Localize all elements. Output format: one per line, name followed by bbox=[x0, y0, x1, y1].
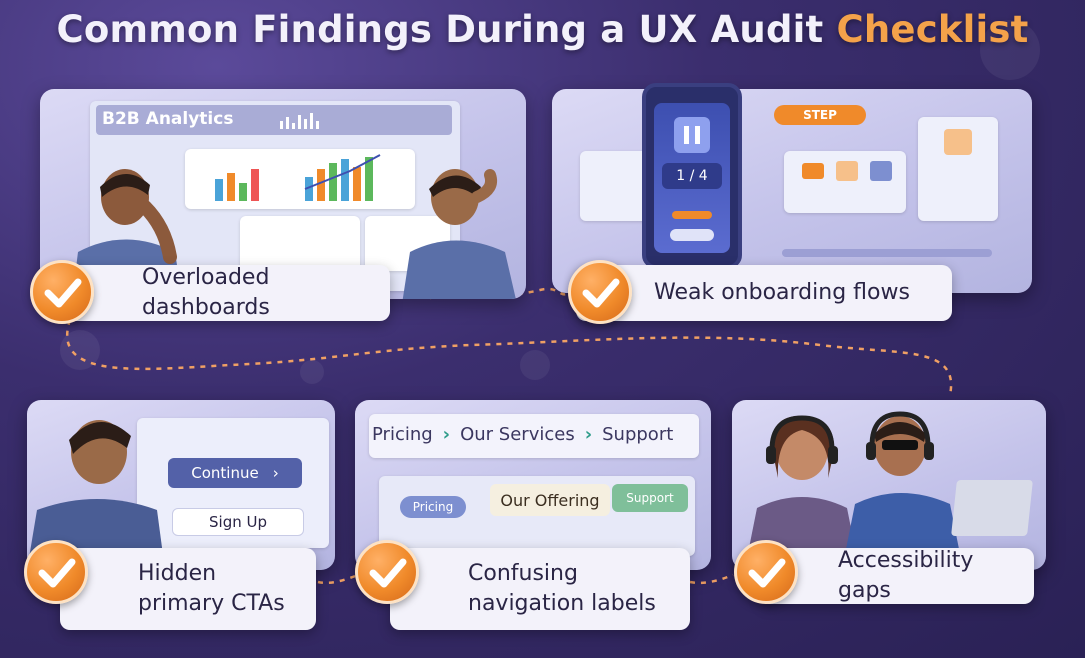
label-text: Accessibility gaps bbox=[838, 548, 974, 603]
bar-chart-graphic bbox=[215, 154, 381, 201]
onboarding-card-small bbox=[580, 151, 652, 221]
chevron-right-icon: › bbox=[584, 424, 593, 445]
sign-up-button[interactable]: Sign Up bbox=[172, 508, 304, 536]
page-title: Common Findings During a UX Audit Checkl… bbox=[0, 8, 1085, 51]
laptop bbox=[951, 480, 1033, 536]
tab-support[interactable]: Support bbox=[612, 484, 688, 512]
label-text: Hidden primary CTAs bbox=[138, 561, 285, 616]
card-accessibility-gaps bbox=[732, 400, 1046, 570]
title-main: Common Findings During a UX Audit bbox=[56, 8, 824, 51]
breadcrumb: Pricing › Our Services › Support bbox=[372, 424, 673, 445]
person-headphones-man bbox=[845, 411, 960, 554]
label-text: Weak onboarding flows bbox=[654, 280, 910, 306]
check-icon bbox=[30, 260, 94, 324]
user-icon bbox=[870, 161, 892, 181]
progress-indicator bbox=[672, 211, 712, 219]
step-counter: 1 / 4 bbox=[662, 163, 722, 189]
title-accent: Checklist bbox=[836, 8, 1029, 51]
profile-panel bbox=[918, 117, 998, 221]
pause-icon bbox=[674, 117, 710, 153]
tab-pricing[interactable]: Pricing bbox=[400, 496, 466, 518]
dashboard-screen: B2B Analytics bbox=[90, 101, 460, 291]
check-icon bbox=[734, 540, 798, 604]
progress-track bbox=[782, 249, 992, 257]
label-accessibility-gaps: Accessibility gaps bbox=[760, 548, 1034, 604]
continue-label: Continue bbox=[191, 464, 259, 482]
tab-our-offering[interactable]: Our Offering bbox=[490, 484, 610, 516]
bar-mini-icon bbox=[280, 113, 319, 129]
card-overloaded-dashboards: B2B Analytics bbox=[40, 89, 526, 299]
bokeh-dot bbox=[300, 360, 324, 384]
person-stressed-right bbox=[402, 169, 516, 299]
label-hidden-ctas: Hidden primary CTAs bbox=[60, 548, 316, 630]
user-icon bbox=[836, 161, 858, 181]
label-weak-onboarding: Weak onboarding flows bbox=[576, 265, 952, 321]
check-icon bbox=[24, 540, 88, 604]
check-icon bbox=[355, 540, 419, 604]
chevron-right-icon: › bbox=[272, 464, 279, 482]
chart-panel bbox=[185, 149, 415, 209]
step-badge: STEP bbox=[774, 105, 866, 125]
label-confusing-navigation: Confusing navigation labels bbox=[390, 548, 690, 630]
grid-panel bbox=[240, 216, 360, 271]
phone-mockup: 1 / 4 bbox=[642, 83, 742, 269]
breadcrumb-bar bbox=[369, 414, 699, 458]
bokeh-dot bbox=[980, 20, 1040, 80]
breadcrumb-item[interactable]: Pricing bbox=[372, 424, 433, 445]
sign-up-label: Sign Up bbox=[209, 513, 267, 531]
bokeh-dot bbox=[520, 350, 550, 380]
continue-button[interactable]: Continue › bbox=[168, 458, 302, 488]
next-pill bbox=[670, 229, 714, 241]
label-text: Confusing navigation labels bbox=[468, 561, 656, 616]
dashboard-title: B2B Analytics bbox=[102, 109, 234, 129]
label-overloaded-dashboards: Overloaded dashboards bbox=[64, 265, 390, 321]
dashboard-header bbox=[96, 105, 452, 135]
chevron-right-icon: › bbox=[442, 424, 451, 445]
phone-screen: 1 / 4 bbox=[654, 103, 730, 253]
card-weak-onboarding: STEP bbox=[552, 89, 1032, 293]
breadcrumb-item[interactable]: Support bbox=[602, 424, 674, 445]
step-panel bbox=[784, 151, 906, 213]
step-icon-orange bbox=[802, 163, 824, 179]
check-icon bbox=[568, 260, 632, 324]
avatar-icon bbox=[944, 129, 972, 155]
label-text: Overloaded dashboards bbox=[142, 265, 270, 320]
breadcrumb-item[interactable]: Our Services bbox=[460, 424, 575, 445]
